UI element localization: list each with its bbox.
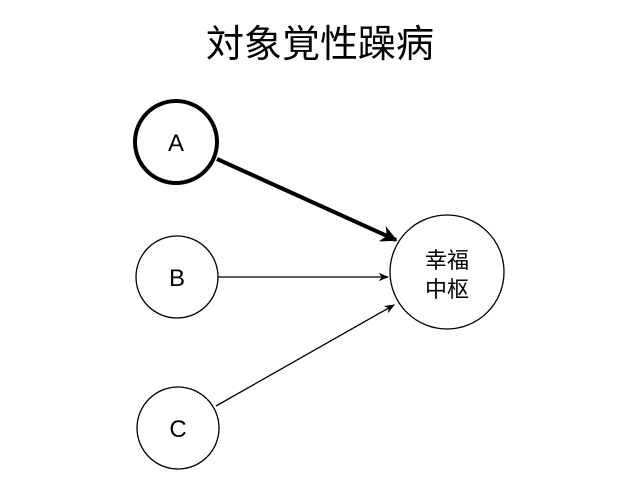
node-c-circle — [136, 386, 220, 470]
node-a-label: A — [168, 130, 184, 157]
node-b-label: B — [169, 265, 185, 292]
node-c-label: C — [169, 416, 186, 443]
node-hub-circle — [389, 214, 505, 330]
node-b-circle — [135, 235, 219, 319]
edge-c-to-hub — [215, 304, 395, 407]
edge-a-to-hub — [216, 157, 398, 242]
node-c: C — [136, 386, 220, 470]
node-hub-label-line1: 幸福 — [425, 249, 469, 274]
node-a-circle — [133, 99, 219, 185]
node-hub: 幸福 中枢 — [389, 214, 505, 330]
node-a: A — [133, 99, 219, 185]
node-hub-label-line2: 中枢 — [425, 278, 469, 303]
diagram-title: 対象覚性躁病 — [205, 22, 434, 66]
node-b: B — [135, 235, 219, 319]
